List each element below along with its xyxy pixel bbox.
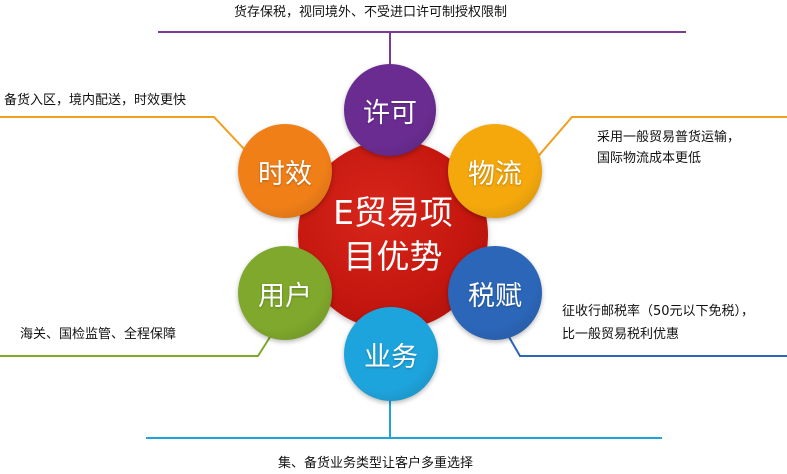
node-user-label: 用户 <box>258 280 312 312</box>
annotation-license: 货存保税，视同境外、不受进口许可制授权限制 <box>234 5 508 20</box>
annotation-logistics-line1: 采用一般贸易普货运输， <box>597 130 741 145</box>
connector-timeliness <box>0 116 263 169</box>
connector-business <box>146 390 662 439</box>
node-license-label: 许可 <box>363 97 417 129</box>
annotation-tax-line1: 征收行邮税率（50元以下免税）， <box>562 304 755 319</box>
node-license: 许可 <box>344 64 436 156</box>
annotation-timeliness: 备货入区，境内配送，时效更快 <box>4 93 187 108</box>
annotation-business: 集、备货业务类型让客户多重选择 <box>278 456 474 471</box>
connector-logistics <box>527 116 787 169</box>
node-timeliness: 时效 <box>238 124 332 218</box>
node-business-label: 业务 <box>364 341 418 373</box>
node-logistics-label: 物流 <box>468 158 522 190</box>
connector-license <box>158 31 686 66</box>
annotation-user: 海关、国检监管、全程保障 <box>20 327 177 342</box>
center-title-line2: 目优势 <box>343 237 443 276</box>
node-user: 用户 <box>238 246 332 340</box>
annotation-tax-line2: 比一般贸易税利优惠 <box>562 327 680 342</box>
annotation-logistics-line2: 国际物流成本更低 <box>597 151 702 166</box>
center-title-line1: E贸易项 <box>333 193 453 232</box>
node-tax: 税赋 <box>448 246 542 340</box>
node-tax-label: 税赋 <box>468 280 522 312</box>
node-timeliness-label: 时效 <box>258 158 312 190</box>
node-business: 业务 <box>344 307 438 401</box>
node-logistics: 物流 <box>448 124 542 218</box>
